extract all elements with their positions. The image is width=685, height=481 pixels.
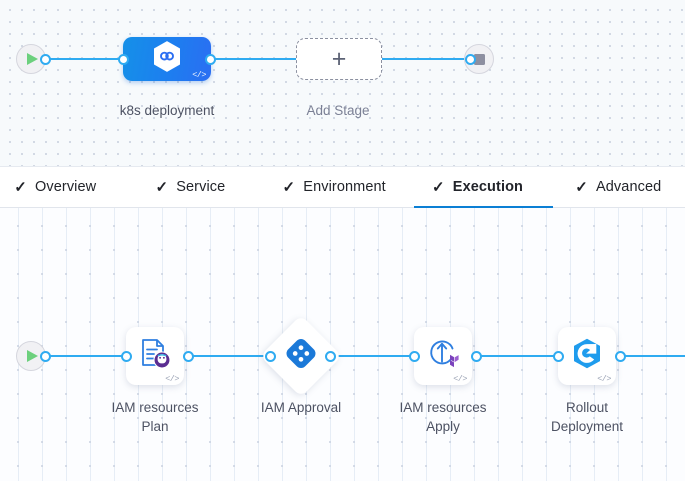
step-port-rollout-out[interactable]	[615, 350, 626, 362]
step-node-iam-approval[interactable]	[259, 314, 343, 398]
harness-approval-icon	[286, 339, 316, 374]
step-wire-approval-to-apply	[330, 355, 416, 357]
tab-environment[interactable]: ✓ Environment	[269, 166, 414, 208]
tab-environment-label: Environment	[303, 179, 386, 195]
step-port-apply-out[interactable]	[471, 350, 482, 362]
check-icon: ✓	[14, 178, 27, 196]
step-wire-apply-to-rollout	[474, 355, 558, 357]
code-badge-icon: </>	[597, 373, 611, 384]
step-label-iam-resources-apply: IAM resources Apply	[399, 400, 487, 434]
add-stage-label: Add Stage	[306, 103, 370, 118]
step-wire-rollout-to-next	[618, 355, 685, 357]
step-wire-start-to-plan	[44, 355, 134, 357]
stage-port-k8s-in[interactable]	[118, 53, 129, 65]
step-wire-plan-to-approval	[188, 355, 270, 357]
tab-overview-label: Overview	[35, 179, 97, 195]
stage-port-start-out[interactable]	[40, 53, 51, 65]
step-node-rollout-deployment[interactable]: </>	[558, 327, 616, 385]
code-badge-icon: </>	[453, 373, 467, 384]
step-port-approval-out[interactable]	[325, 350, 336, 362]
add-stage-button[interactable]: +	[296, 38, 382, 80]
tab-execution-underline	[413, 206, 553, 209]
step-port-start-out[interactable]	[40, 350, 51, 362]
step-label-iam-resources-plan: IAM resources Plan	[111, 400, 199, 434]
terraform-apply-icon	[425, 337, 461, 376]
tab-service[interactable]: ✓ Service	[142, 166, 269, 208]
tab-execution[interactable]: ✓ Execution	[413, 166, 553, 209]
step-label-rollout-deployment: Rollout Deployment	[550, 400, 624, 434]
play-icon	[27, 350, 38, 362]
step-node-iam-resources-plan[interactable]: </>	[126, 327, 184, 385]
step-port-apply-in[interactable]	[409, 350, 420, 362]
stage-label-k8s-deployment: k8s deployment	[119, 103, 215, 118]
pipeline-tabbar: ✓ Overview ✓ Service ✓ Environment ✓ Exe…	[0, 166, 685, 209]
tab-execution-label: Execution	[452, 179, 523, 195]
check-icon: ✓	[282, 178, 296, 196]
step-port-rollout-in[interactable]	[553, 350, 564, 362]
k8s-hexagon-icon	[151, 40, 183, 79]
terraform-plan-icon	[138, 337, 172, 376]
tab-overview[interactable]: ✓ Overview	[0, 166, 142, 208]
stage-wire-start-to-k8s	[44, 58, 126, 60]
stage-port-end-in[interactable]	[465, 53, 476, 65]
code-badge-icon: </>	[192, 69, 206, 80]
stage-wire-k8s-to-add	[210, 58, 300, 60]
check-icon: ✓	[155, 178, 169, 196]
step-port-plan-in[interactable]	[121, 350, 132, 362]
execution-canvas[interactable]: </> IAM resources Plan IAM Approval	[0, 208, 685, 481]
stage-node-k8s-deployment[interactable]: </>	[123, 37, 211, 81]
tab-advanced-label: Advanced	[596, 179, 662, 195]
stage-wire-add-to-end	[378, 58, 470, 60]
tab-advanced[interactable]: ✓ Advanced	[553, 166, 674, 208]
step-label-iam-approval: IAM Approval	[260, 400, 342, 415]
argo-rollout-icon	[570, 337, 604, 376]
plus-icon: +	[331, 44, 347, 73]
stage-port-k8s-out[interactable]	[205, 53, 216, 65]
code-badge-icon: </>	[165, 373, 179, 384]
step-port-approval-in[interactable]	[265, 350, 276, 362]
tab-service-label: Service	[176, 179, 226, 195]
stage-canvas[interactable]: </> k8s deployment + Add Stage	[0, 0, 685, 166]
step-node-iam-resources-apply[interactable]: </>	[414, 327, 472, 385]
step-port-plan-out[interactable]	[183, 350, 194, 362]
play-icon	[27, 53, 38, 65]
check-icon: ✓	[575, 178, 588, 196]
stop-icon	[473, 53, 485, 65]
check-icon: ✓	[432, 178, 445, 196]
